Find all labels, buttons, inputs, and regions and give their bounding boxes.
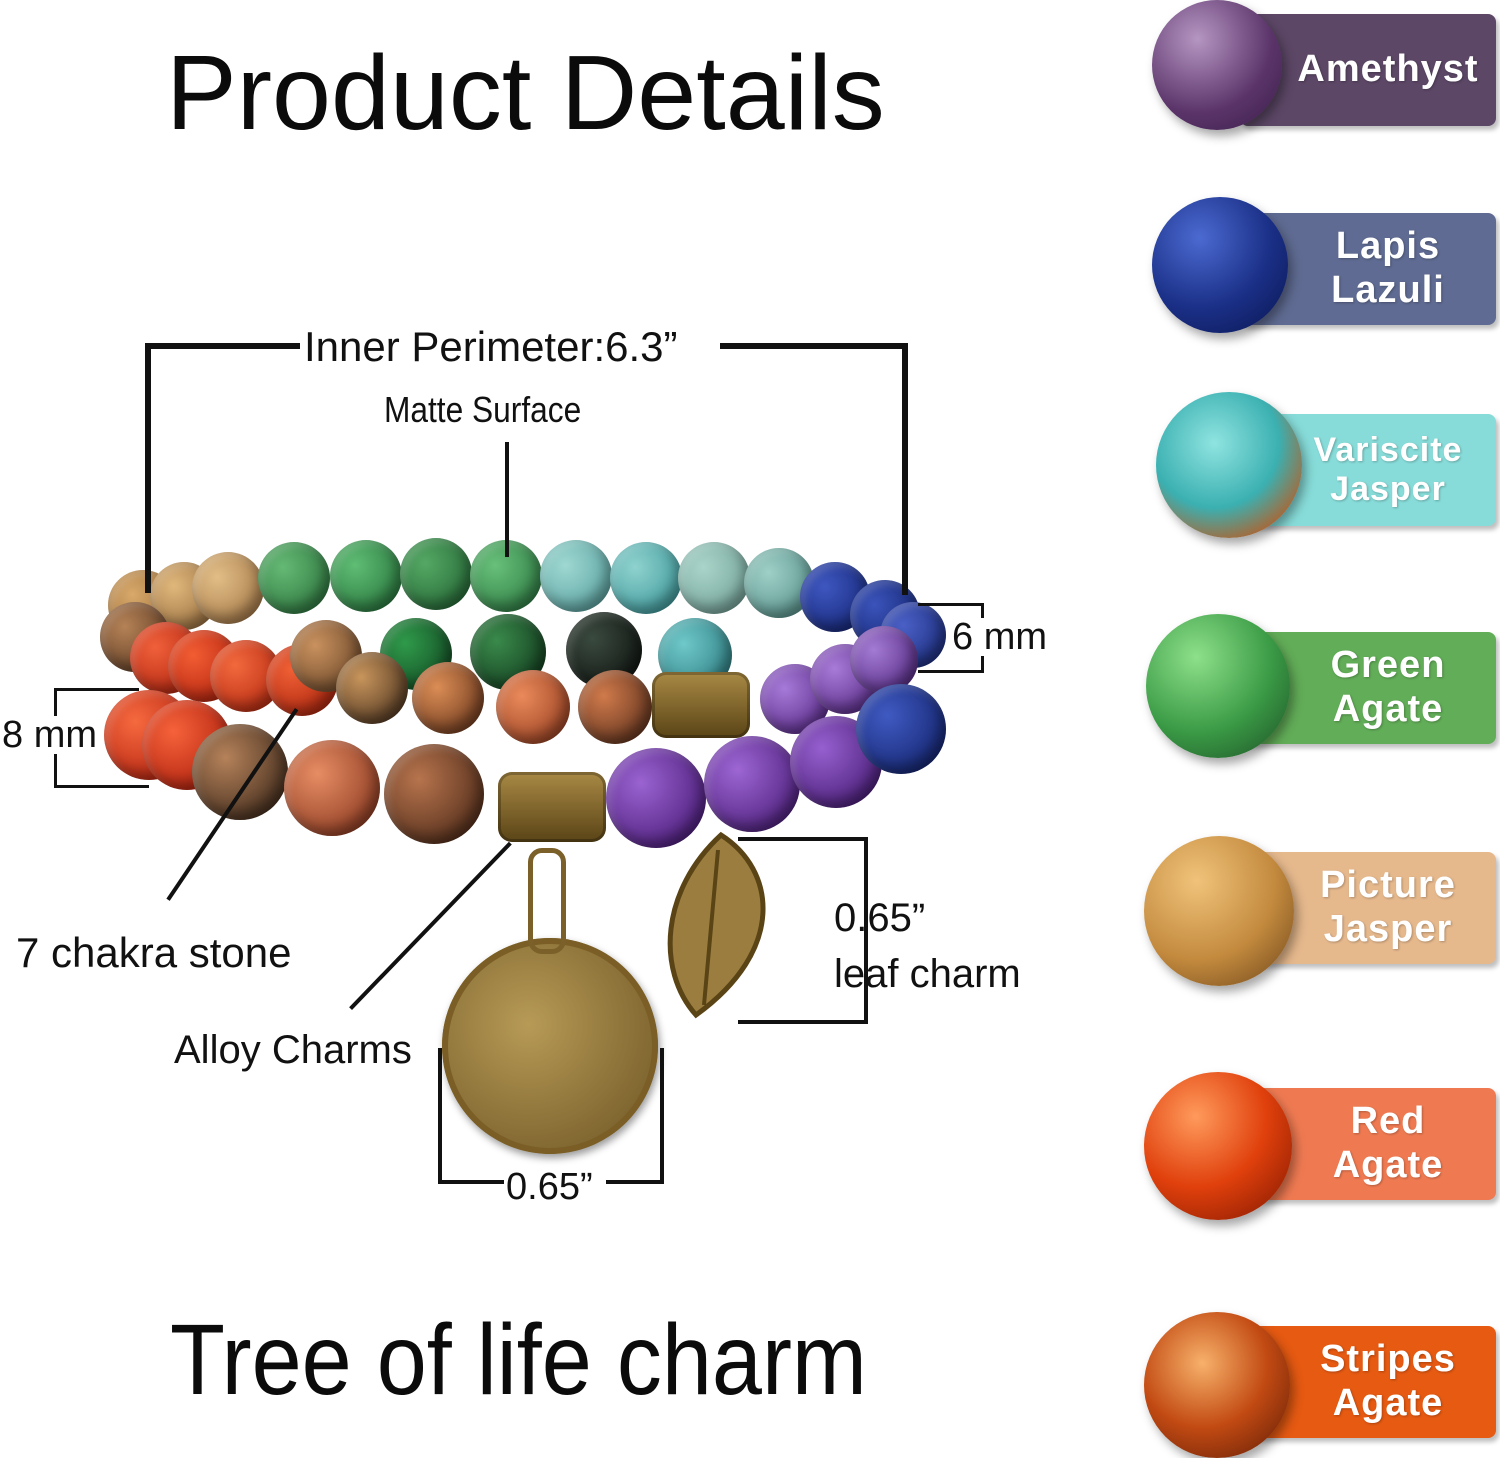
- red-agate-gem-icon: [1144, 1072, 1292, 1220]
- inner-perimeter-label: Inner Perimeter:6.3”: [300, 326, 682, 368]
- bracelet-illustration: [0, 300, 1120, 1220]
- tree-of-life-title: Tree of life charm: [170, 1304, 867, 1416]
- page-title: Product Details: [166, 34, 885, 152]
- stone-legend-item: Stripes Agate: [1140, 1308, 1500, 1458]
- tree-size-label: 0.65”: [504, 1166, 595, 1208]
- leaf-charm: [667, 831, 766, 1019]
- stone-label: Stripes Agate: [1320, 1338, 1456, 1424]
- lapis-lazuli-gem-icon: [1152, 197, 1288, 333]
- matte-surface-label: Matte Surface: [384, 389, 582, 430]
- leaf-size-label: 0.65”: [834, 896, 926, 940]
- alloy-charms-label: Alloy Charms: [174, 1028, 412, 1072]
- stone-legend-item: Amethyst: [1140, 0, 1500, 150]
- leaf-charm-label: leaf charm: [834, 952, 1021, 996]
- bead-6mm-label: 6 mm: [950, 616, 1049, 658]
- stone-tag: Lapis Lazuli: [1240, 213, 1496, 325]
- stone-label: Amethyst: [1297, 48, 1479, 91]
- stone-label: Green Agate: [1330, 644, 1446, 730]
- stone-legend-item: Green Agate: [1140, 614, 1500, 764]
- green-agate-gem-icon: [1146, 614, 1290, 758]
- stone-tag: Stripes Agate: [1240, 1326, 1496, 1438]
- stone-tag: Amethyst: [1240, 14, 1496, 126]
- stone-legend-item: Variscite Jasper: [1140, 392, 1500, 542]
- chakra-stone-label: 7 chakra stone: [16, 929, 292, 976]
- tree-of-life-charm: [442, 938, 658, 1154]
- picture-jasper-gem-icon: [1144, 836, 1294, 986]
- variscite-jasper-gem-icon: [1156, 392, 1302, 538]
- stripes-agate-gem-icon: [1144, 1312, 1290, 1458]
- stone-label: Variscite Jasper: [1313, 430, 1463, 508]
- stone-legend-item: Red Agate: [1140, 1072, 1500, 1222]
- bead-8mm-label: 8 mm: [0, 714, 99, 756]
- stone-label: Lapis Lazuli: [1331, 225, 1445, 311]
- stone-label: Red Agate: [1332, 1100, 1444, 1186]
- stone-label: Picture Jasper: [1320, 864, 1456, 950]
- stone-legend-item: Lapis Lazuli: [1140, 195, 1500, 345]
- amethyst-gem-icon: [1152, 0, 1282, 130]
- stone-legend-item: Picture Jasper: [1140, 836, 1500, 986]
